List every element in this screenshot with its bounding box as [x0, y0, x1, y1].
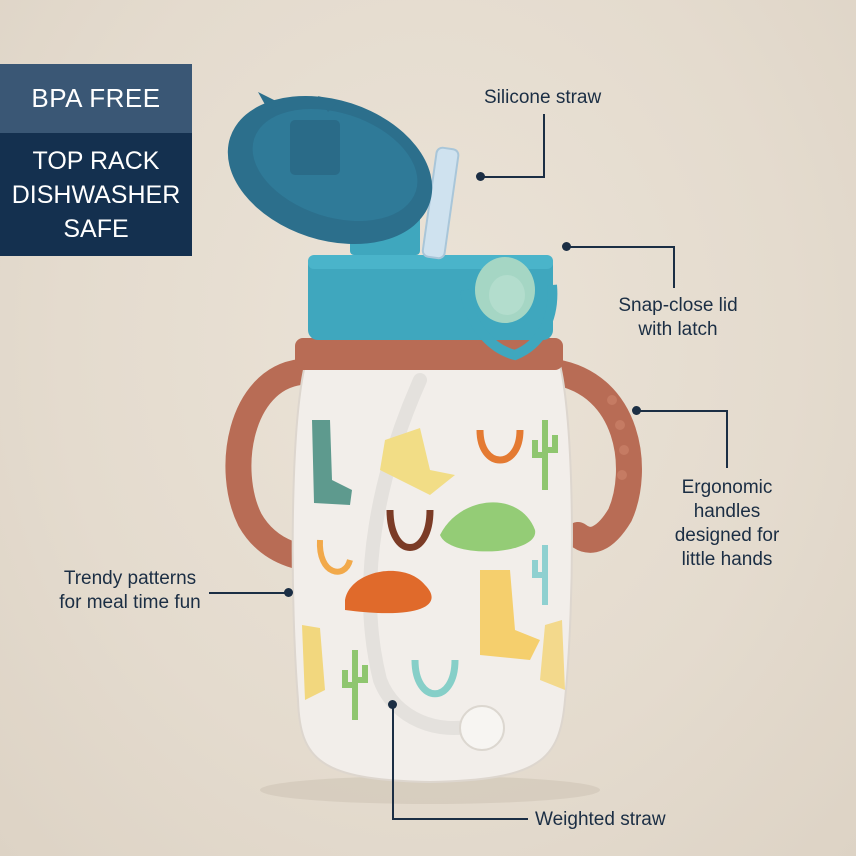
right-handle [542, 359, 642, 553]
callout-snap-close: Snap-close lid with latch [612, 294, 744, 342]
callout-ergonomic-handles: Ergonomic handles designed for little ha… [662, 476, 792, 572]
callout-line [673, 246, 675, 288]
trendy-line-2: for meal time fun [59, 592, 201, 613]
straw-weight [459, 705, 505, 751]
feature-badge: BPA FREE TOP RACK DISHWASHER SAFE [0, 64, 192, 256]
callout-dot [562, 242, 571, 251]
trendy-line-1: Trendy patterns [63, 568, 197, 589]
cowboy-patterns [302, 420, 565, 720]
callout-dot [284, 588, 293, 597]
dishwasher-line-3: SAFE [63, 214, 129, 243]
ergonomic-line-2: handles [693, 501, 761, 522]
callout-line [636, 410, 728, 412]
callout-dot [476, 172, 485, 181]
callout-line [726, 410, 728, 468]
callout-line [392, 704, 394, 820]
callout-trendy-patterns: Trendy patterns for meal time fun [50, 567, 210, 615]
ergonomic-line-4: little hands [681, 549, 773, 570]
callout-line [567, 246, 675, 248]
callout-weighted-straw: Weighted straw [535, 809, 666, 830]
callout-silicone-straw: Silicone straw [484, 87, 602, 108]
callout-line [392, 818, 528, 820]
dishwasher-line-2: DISHWASHER [11, 180, 181, 209]
callout-line [543, 114, 545, 177]
ergonomic-line-3: designed for [674, 525, 780, 546]
bpa-free-label: BPA FREE [0, 64, 192, 133]
ergonomic-line-1: Ergonomic [681, 477, 773, 498]
dishwasher-line-1: TOP RACK [32, 146, 160, 175]
callout-line [481, 176, 545, 178]
dishwasher-safe-label: TOP RACK DISHWASHER SAFE [0, 133, 192, 256]
snap-close-line-1: Snap-close lid [618, 295, 738, 316]
snap-close-line-2: with latch [638, 319, 718, 340]
callout-line [209, 592, 289, 594]
